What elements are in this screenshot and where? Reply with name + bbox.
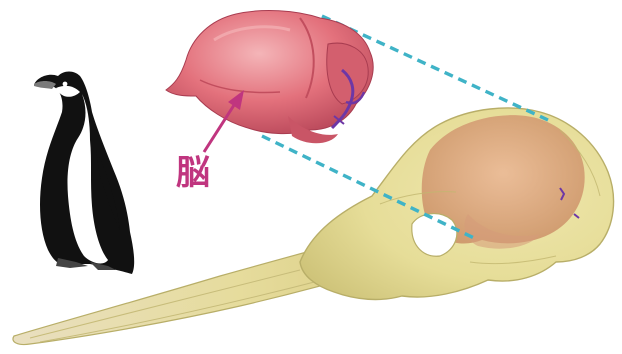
brain-model-icon <box>166 11 373 144</box>
penguin-silhouette-icon <box>34 72 134 275</box>
brain-label: 脳 <box>176 156 210 190</box>
